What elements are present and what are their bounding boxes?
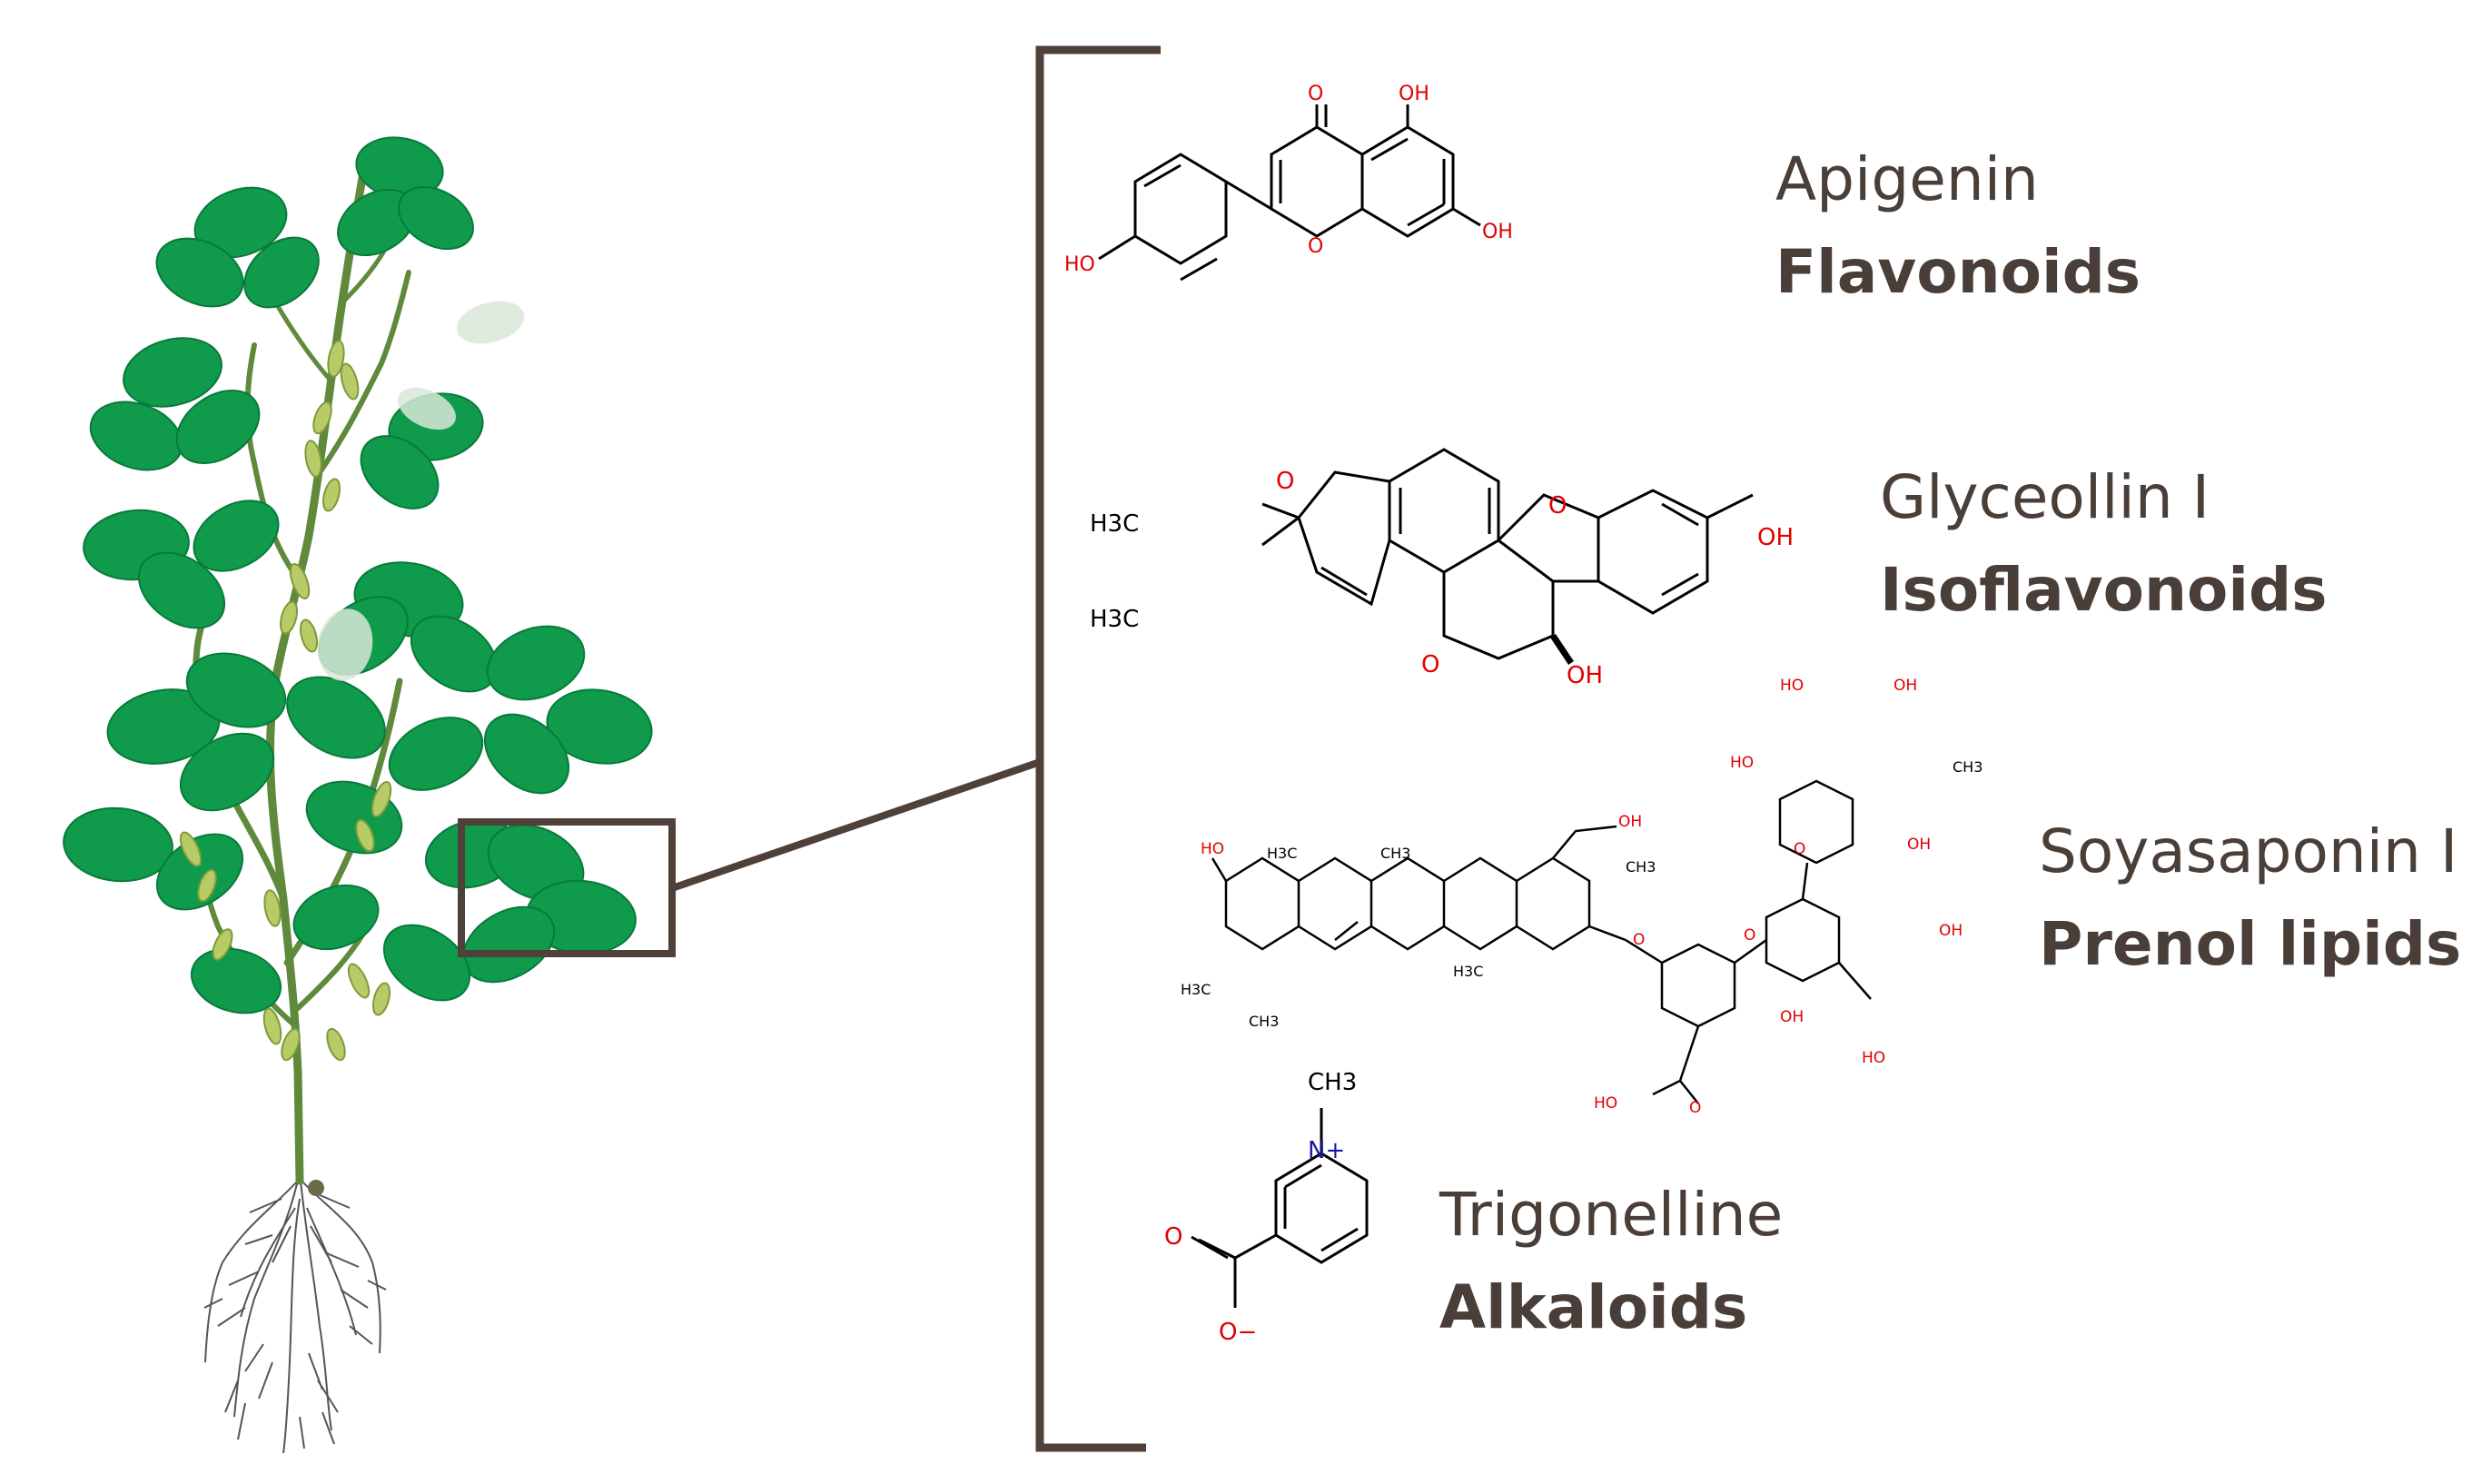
atom-label: OH: [1399, 83, 1429, 105]
atom-label: CH3: [1249, 1013, 1279, 1030]
atom-label: HO: [1780, 677, 1804, 695]
soybean-plant-illustration: [63, 136, 653, 1454]
atom-label: H3C: [1181, 981, 1211, 998]
atom-label: OH: [1618, 813, 1642, 831]
atom-label: CH3: [1953, 758, 1983, 776]
atom-label: HO: [1064, 253, 1095, 276]
soyasaponin-methyl-labels: H3C CH3 CH3 H3C H3C CH3 CH3: [1181, 758, 1983, 1030]
atom-label: O: [1633, 931, 1645, 949]
trigonelline-structure: [1191, 1108, 1369, 1308]
connector-line: [670, 757, 1044, 892]
atom-label: O: [1689, 1099, 1701, 1117]
apigenin-atom-labels: O OH OH O HO: [1064, 83, 1513, 276]
atom-label: OH: [1894, 677, 1917, 695]
glyceollin-structure: [1261, 448, 1754, 665]
atom-label: O−: [1219, 1319, 1257, 1346]
atom-label: OH: [1567, 662, 1603, 689]
atom-label: H3C: [1267, 845, 1297, 862]
compound-class-prenol-lipids: Prenol lipids: [2039, 909, 2462, 979]
atom-label: HO: [1594, 1094, 1617, 1113]
atom-label: CH3: [1380, 845, 1410, 862]
compound-name-trigonelline: Trigonelline: [1439, 1180, 1784, 1250]
atom-label: N+: [1308, 1137, 1345, 1164]
compound-class-alkaloids: Alkaloids: [1439, 1272, 1748, 1342]
atom-label: O: [1164, 1223, 1182, 1251]
compound-class-isoflavonoids: Isoflavonoids: [1880, 555, 2328, 625]
compound-name-soyasaponin: Soyasaponin I: [2039, 816, 2458, 886]
bracket: [1035, 45, 1161, 1452]
atom-label: OH: [1907, 836, 1931, 854]
leaves: [63, 136, 653, 1014]
atom-label: H3C: [1090, 510, 1139, 538]
soyasaponin-atom-labels: HO OH O O O HO OH HO OH OH OH HO O HO: [1201, 677, 1963, 1117]
root-nodule: [308, 1180, 324, 1196]
glyceollin-atom-labels: H3C H3C O O O OH OH: [1090, 468, 1794, 689]
root-system: [203, 1171, 387, 1454]
atom-label: OH: [1939, 922, 1963, 940]
atom-label: O: [1308, 235, 1323, 258]
atom-label: CH3: [1626, 858, 1656, 876]
callout: [458, 45, 1161, 1452]
compound-class-flavonoids: Flavonoids: [1775, 237, 2141, 307]
atom-label: H3C: [1453, 963, 1483, 980]
trigonelline-atom-labels: N+ CH3 O O−: [1164, 1069, 1357, 1346]
atom-label: HO: [1862, 1049, 1885, 1067]
atom-label: O: [1744, 926, 1755, 945]
atom-label: OH: [1757, 524, 1794, 551]
atom-label: O: [1308, 83, 1323, 105]
atom-label: O: [1421, 651, 1439, 678]
compound-name-glyceollin: Glyceollin I: [1880, 462, 2210, 532]
compound-name-apigenin: Apigenin: [1775, 144, 2039, 214]
atom-label: H3C: [1090, 606, 1139, 633]
atom-label: HO: [1730, 754, 1754, 772]
soyasaponin-structure: [1211, 779, 1872, 1104]
faded-leaves: [317, 301, 525, 681]
atom-label: HO: [1201, 840, 1224, 858]
atom-label: O: [1276, 468, 1294, 495]
atom-label: O: [1794, 840, 1805, 858]
atom-label: OH: [1780, 1008, 1804, 1026]
atom-label: CH3: [1308, 1069, 1357, 1096]
atom-label: O: [1548, 492, 1567, 519]
atom-label: OH: [1482, 221, 1513, 243]
apigenin-structure: [1098, 104, 1481, 282]
seed-pods: [179, 340, 392, 1062]
